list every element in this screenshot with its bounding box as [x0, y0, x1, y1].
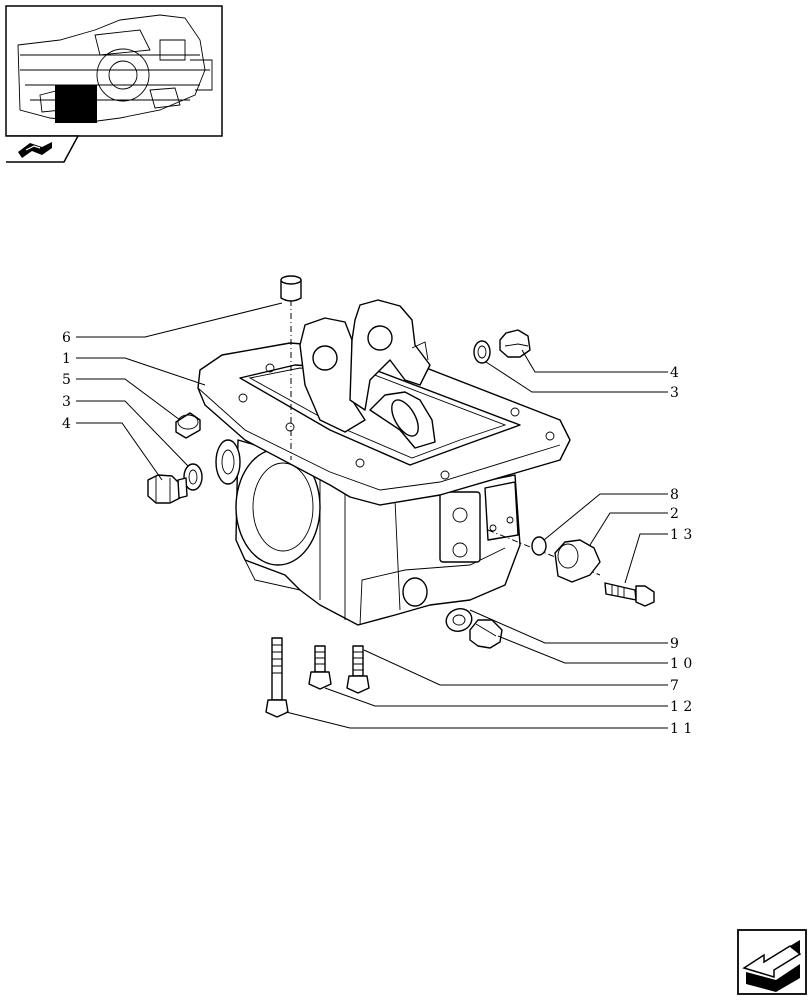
callout-3-right: 3 [670, 385, 679, 401]
callout-11: 1 1 [670, 721, 692, 737]
callout-6: 6 [62, 330, 71, 346]
washer-part-3-lower [183, 463, 203, 491]
callout-13: 1 3 [670, 527, 692, 543]
callout-12: 1 2 [670, 699, 692, 715]
arrow-icon [742, 940, 802, 992]
callout-8: 8 [670, 487, 679, 503]
callout-1: 1 [62, 351, 71, 367]
plug-part-4-upper [499, 329, 531, 358]
plug-part-4-lower [147, 474, 188, 504]
bolt-part-12 [308, 645, 332, 690]
cover-part-2 [554, 539, 601, 583]
o-ring-part-8 [531, 536, 547, 556]
callout-labels: 6 1 5 3 4 4 3 8 2 1 3 9 1 0 7 1 2 1 1 [62, 330, 692, 737]
callout-5: 5 [62, 372, 71, 388]
bolt-part-13 [604, 582, 655, 607]
book-icon [18, 142, 52, 158]
plug-part-10 [469, 619, 503, 649]
next-page-button[interactable] [737, 929, 807, 995]
bolt-part-7 [346, 645, 370, 694]
callout-10: 1 0 [670, 656, 692, 672]
callout-4-left: 4 [62, 416, 71, 432]
callout-7: 7 [670, 678, 679, 694]
callout-4-right: 4 [670, 365, 679, 381]
callout-2: 2 [670, 506, 679, 522]
bolt-part-11 [265, 637, 289, 718]
callout-3-left: 3 [62, 394, 71, 410]
dowel-pin-part-6 [280, 275, 302, 302]
thumbnail-highlight-marker [55, 85, 97, 123]
cap-part-5 [175, 412, 201, 439]
thumbnail-panel[interactable] [5, 5, 223, 137]
callout-9: 9 [670, 636, 679, 652]
washer-part-9 [445, 608, 473, 632]
section-tab[interactable] [6, 135, 80, 163]
washer-part-3-upper [473, 340, 491, 364]
leader-lines [76, 302, 668, 729]
lift-housing [197, 299, 571, 626]
